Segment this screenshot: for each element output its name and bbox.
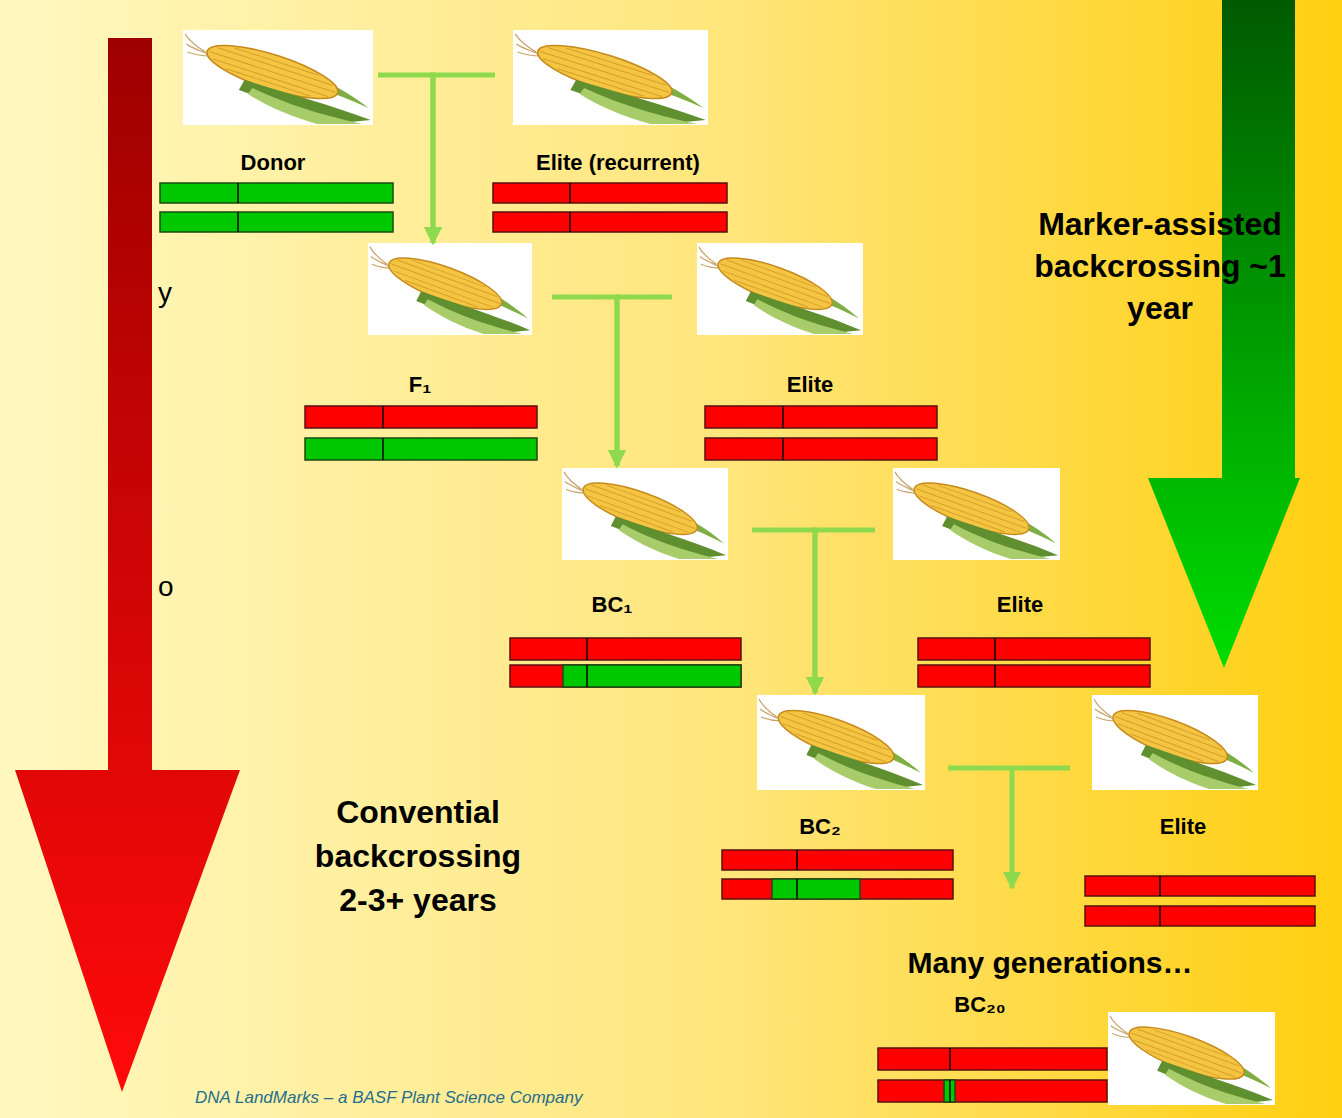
- annotation-text: Many generations…: [880, 945, 1220, 981]
- plant-node: Elite: [672, 243, 867, 400]
- cross-arrow: [815, 530, 875, 693]
- chromosome-bar: [878, 1048, 1107, 1070]
- corn-image: [1092, 695, 1258, 790]
- locus-mark: [782, 438, 784, 460]
- cross-arrow: [617, 297, 672, 466]
- plant-label: BC₂: [799, 814, 841, 840]
- locus-mark: [569, 212, 571, 232]
- locus-mark: [949, 1048, 951, 1070]
- corn-image: [513, 30, 708, 125]
- locus-mark: [586, 638, 588, 660]
- chromosome-bar: [493, 183, 727, 203]
- chromosome-bar: [705, 406, 937, 428]
- donor-segment: [772, 879, 860, 899]
- locus-mark: [994, 665, 996, 687]
- chromosome-bar: [160, 212, 393, 232]
- chromosome-bar: [305, 438, 537, 460]
- plant-label: Donor: [241, 150, 306, 176]
- corn-image: [1108, 1012, 1275, 1105]
- plant-node: Donor: [178, 28, 378, 178]
- locus-mark: [237, 212, 239, 232]
- annotation-text: Marker-assisted backcrossing ~1 year: [1015, 203, 1305, 329]
- plant-label: Elite: [787, 372, 833, 398]
- corn-image: [893, 468, 1060, 560]
- chromosome-bar: [918, 638, 1150, 660]
- plant-node: BC₂₀: [875, 985, 1280, 1110]
- cross-arrow: [752, 530, 815, 693]
- plant-label: Elite (recurrent): [536, 150, 700, 176]
- locus-mark: [382, 438, 384, 460]
- cross-arrow: [552, 297, 617, 466]
- locus-mark: [782, 406, 784, 428]
- corn-image: [183, 30, 373, 125]
- chromosome-bar: [918, 665, 1150, 687]
- corn-image: [757, 695, 925, 790]
- donor-segment: [563, 665, 741, 687]
- locus-mark: [1159, 876, 1161, 896]
- corn-image: [697, 243, 863, 335]
- chromosome-bar: [305, 406, 537, 428]
- locus-mark: [1159, 906, 1161, 926]
- locus-mark: [586, 665, 588, 687]
- locus-mark: [569, 183, 571, 203]
- corn-image: [562, 468, 728, 560]
- chromosome-bar: [705, 438, 937, 460]
- chromosome-bar: [510, 665, 741, 687]
- plant-node: BC₂: [755, 693, 948, 843]
- annotation-text: Convential backcrossing 2-3+ years: [298, 790, 538, 922]
- cross-arrow: [1010, 768, 1015, 888]
- locus-mark: [382, 406, 384, 428]
- chromosome-bar: [722, 879, 953, 899]
- chromosome-bar: [878, 1080, 1107, 1102]
- plant-node: F₁: [365, 243, 552, 400]
- chromosome-bar: [722, 850, 953, 870]
- donor-segment: [944, 1080, 955, 1102]
- plant-node: Elite (recurrent): [495, 28, 730, 178]
- locus-mark: [796, 850, 798, 870]
- annotation-text: o: [158, 570, 174, 604]
- cross-arrow: [433, 75, 495, 243]
- cross-line: [948, 766, 1070, 771]
- locus-mark: [237, 183, 239, 203]
- marker-assisted-arrow: [1148, 0, 1300, 668]
- plant-node: Elite: [1070, 693, 1265, 843]
- plant-label: F₁: [409, 372, 432, 398]
- chromosome-bar: [160, 183, 393, 203]
- annotation-text: y: [158, 276, 172, 310]
- chromosome-bar: [510, 638, 741, 660]
- plant-label: Elite: [997, 592, 1043, 618]
- plant-node: BC₁: [560, 466, 752, 623]
- plant-node: Elite: [875, 466, 1065, 623]
- cross-arrow: [378, 75, 433, 243]
- plant-label: BC₁: [592, 592, 633, 618]
- annotation-text: DNA LandMarks – a BASF Plant Science Com…: [195, 1088, 582, 1108]
- plant-label: Elite: [1160, 814, 1206, 840]
- chromosome-bar: [1085, 906, 1315, 926]
- plant-label: BC₂₀: [954, 992, 1005, 1018]
- locus-mark: [994, 638, 996, 660]
- chromosome-bar: [493, 212, 727, 232]
- locus-mark: [949, 1080, 951, 1102]
- locus-mark: [796, 879, 798, 899]
- chromosome-bar: [1085, 876, 1315, 896]
- corn-image: [368, 243, 532, 335]
